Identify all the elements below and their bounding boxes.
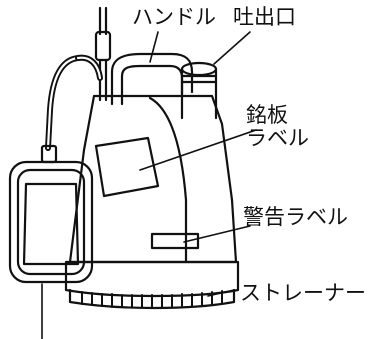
leader-handle xyxy=(149,31,159,63)
warning-label-text: 警告ラベル xyxy=(243,205,348,229)
outlet-label: 吐出口 xyxy=(233,5,296,29)
handle-label: ハンドル xyxy=(132,5,216,29)
float-cable xyxy=(40,54,103,164)
leader-warning xyxy=(183,225,251,243)
nameplate-label: 銘板 ラベル xyxy=(246,104,309,150)
outlet-part xyxy=(180,61,218,120)
power-cable xyxy=(94,6,112,102)
leader-strainer xyxy=(207,289,235,297)
float-switch xyxy=(8,160,94,284)
leader-nameplate xyxy=(139,129,257,171)
leader-outlet xyxy=(213,31,251,65)
pump-body xyxy=(68,94,238,264)
leader-lines xyxy=(41,31,257,339)
nameplate-label-line1: 銘板 xyxy=(246,103,288,127)
nameplate-label-line2: ラベル xyxy=(246,126,309,150)
nameplate-label-shape xyxy=(94,136,160,198)
strainer-part xyxy=(64,260,240,310)
warning-label-shape xyxy=(150,232,200,250)
strainer-label: ストレーナー xyxy=(240,281,366,305)
